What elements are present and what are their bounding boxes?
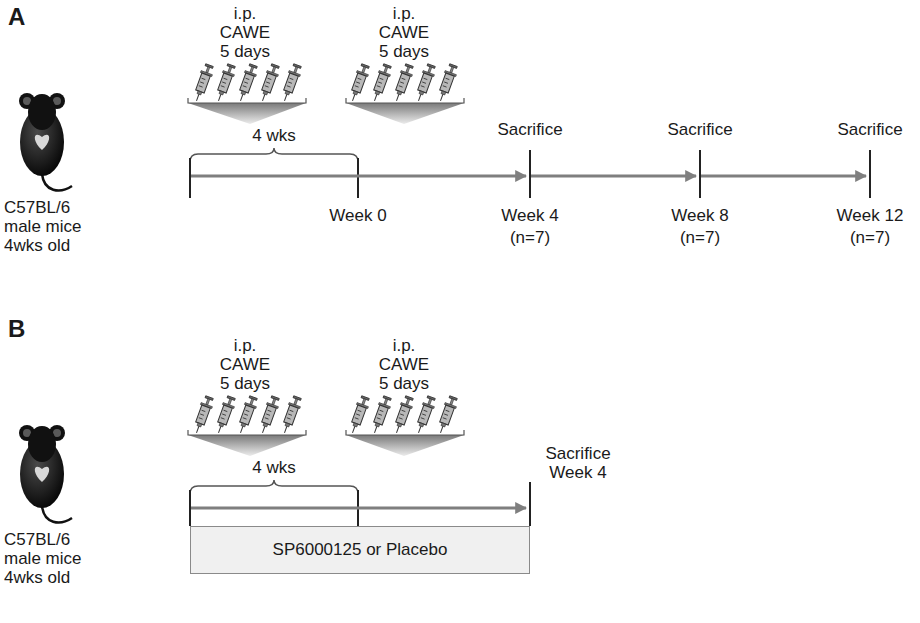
week-label: Week 0 [329, 206, 386, 225]
sacrifice-label: Sacrifice [667, 120, 732, 139]
interval-label: 4 wks [252, 458, 295, 477]
animal-label: C57BL/6 male mice 4wks old [4, 530, 94, 587]
week-label: Week 12 [837, 206, 904, 225]
panel-letter: A [8, 4, 25, 30]
injection-label: i.p. CAWE 5 days [217, 336, 273, 393]
sacrifice-label: Sacrifice [497, 120, 562, 139]
group-size: (n=7) [850, 228, 890, 247]
interval-label: 4 wks [252, 126, 295, 145]
panel-b-art [19, 395, 464, 522]
injection-label: i.p. CAWE 5 days [217, 4, 273, 61]
group-size: (n=7) [680, 228, 720, 247]
week-label: Week 8 [671, 206, 728, 225]
sacrifice-label: Sacrifice [837, 120, 902, 139]
group-size: (n=7) [510, 228, 550, 247]
injection-label: i.p. CAWE 5 days [376, 336, 432, 393]
injection-label: i.p. CAWE 5 days [376, 4, 432, 61]
treatment-box: SP6000125 or Placebo [190, 526, 530, 574]
panel-a-art [19, 63, 870, 198]
box-text: SP6000125 or Placebo [273, 540, 448, 560]
animal-label: C57BL/6 male mice 4wks old [4, 198, 94, 255]
panel-b-timeline [190, 482, 530, 526]
week-label: Week 4 [501, 206, 558, 225]
sacrifice-label: Sacrifice Week 4 [538, 444, 618, 482]
panel-letter: B [8, 316, 25, 342]
